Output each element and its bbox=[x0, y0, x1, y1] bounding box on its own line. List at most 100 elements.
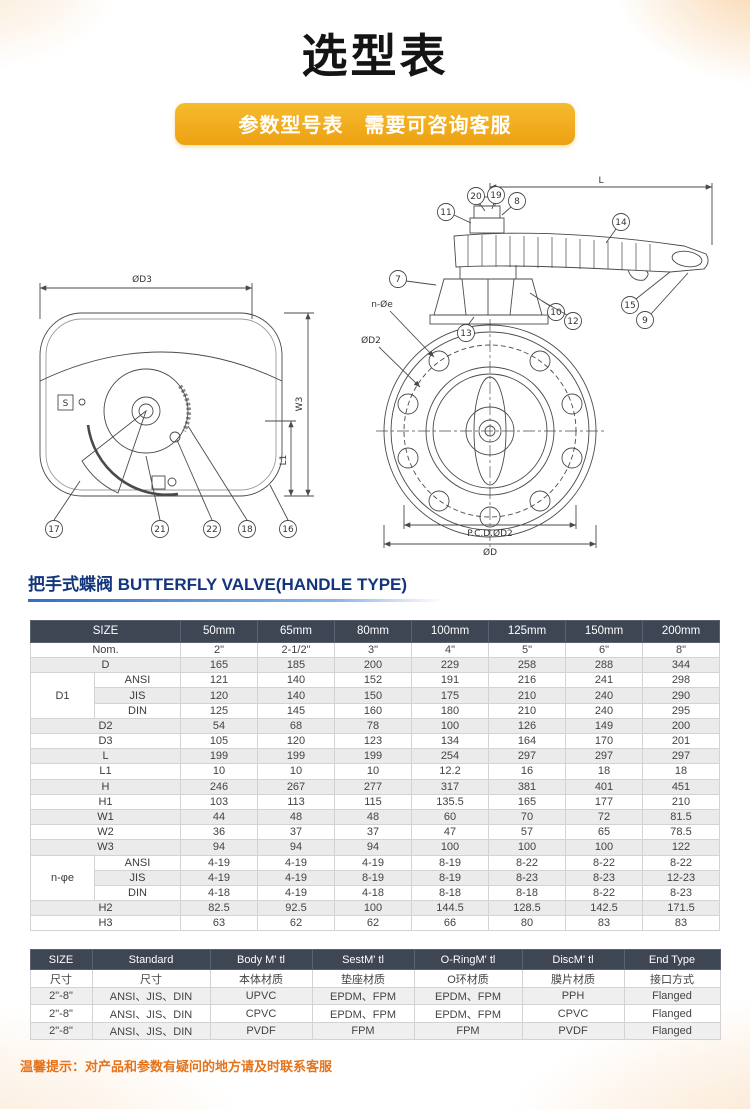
dim-value-cell: 200 bbox=[642, 717, 720, 735]
callout-9: 9 bbox=[636, 272, 689, 329]
dim-value-cell: 135.5 bbox=[411, 793, 489, 810]
dim-value-cell: 94 bbox=[257, 839, 335, 856]
dim-value-cell: 66 bbox=[411, 915, 489, 932]
mat-value-cell: Flanged bbox=[623, 1004, 721, 1023]
dim-label-d3: ØD3 bbox=[132, 274, 152, 285]
mat-value-cell: ANSI、JIS、DIN bbox=[91, 1004, 211, 1023]
svg-text:22: 22 bbox=[206, 525, 217, 535]
dim-value-cell: 83 bbox=[642, 915, 720, 932]
dim-value-cell: 2" bbox=[180, 641, 258, 659]
dim-value-cell: 140 bbox=[257, 672, 335, 689]
dim-value-cell: 4-19 bbox=[180, 854, 258, 871]
mat-col-header-zh: 接口方式 bbox=[623, 969, 721, 988]
dim-value-cell: 37 bbox=[334, 824, 412, 841]
mat-value-cell: Flanged bbox=[623, 986, 721, 1006]
dim-value-cell: 125 bbox=[180, 702, 258, 719]
dim-value-cell: 200 bbox=[334, 657, 412, 674]
dim-value-cell: 82.5 bbox=[180, 900, 258, 917]
dim-value-cell: 381 bbox=[488, 778, 566, 795]
dim-value-cell: 4-18 bbox=[334, 884, 412, 902]
dim-row-sublabel: DIN bbox=[94, 884, 181, 902]
svg-text:16: 16 bbox=[282, 525, 294, 535]
dim-value-cell: 180 bbox=[411, 702, 489, 719]
svg-text:21: 21 bbox=[154, 525, 165, 535]
svg-text:8: 8 bbox=[514, 197, 520, 207]
dim-value-cell: 70 bbox=[488, 808, 566, 826]
dim-col-header: 150mm bbox=[565, 619, 643, 643]
callout-21: 21 bbox=[145, 455, 169, 538]
dim-value-cell: 105 bbox=[180, 733, 258, 750]
dim-value-cell: 145 bbox=[257, 702, 335, 719]
label-od2: ØD2 bbox=[361, 335, 381, 346]
dim-value-cell: 44 bbox=[180, 808, 258, 826]
dim-value-cell: 128.5 bbox=[488, 900, 566, 917]
dim-value-cell: 100 bbox=[565, 839, 643, 856]
dim-value-cell: 191 bbox=[411, 672, 489, 689]
dim-value-cell: 10 bbox=[334, 763, 412, 780]
dim-value-cell: 164 bbox=[488, 733, 566, 750]
dim-value-cell: 144.5 bbox=[411, 900, 489, 917]
dim-value-cell: 37 bbox=[257, 824, 335, 841]
dim-value-cell: 229 bbox=[411, 657, 489, 674]
dim-value-cell: 149 bbox=[565, 717, 643, 735]
dim-value-cell: 78.5 bbox=[642, 824, 720, 841]
dim-label-l: L bbox=[598, 176, 603, 186]
dim-value-cell: 210 bbox=[488, 702, 566, 719]
mat-col-header-zh: 垫座材质 bbox=[311, 969, 415, 988]
dim-value-cell: 113 bbox=[257, 793, 335, 810]
dim-value-cell: 8-22 bbox=[565, 884, 643, 902]
dim-value-cell: 4-19 bbox=[334, 854, 412, 871]
mat-col-header: SestM' tl bbox=[311, 949, 415, 971]
mat-col-header-zh: 本体材质 bbox=[209, 969, 313, 988]
mat-value-cell: 2"-8" bbox=[29, 1021, 93, 1041]
dim-value-cell: 81.5 bbox=[642, 808, 720, 826]
dim-value-cell: 16 bbox=[488, 763, 566, 780]
dim-value-cell: 100 bbox=[488, 839, 566, 856]
mat-value-cell: ANSI、JIS、DIN bbox=[91, 1021, 211, 1041]
dim-value-cell: 297 bbox=[488, 748, 566, 765]
dim-value-cell: 3" bbox=[334, 641, 412, 659]
mat-value-cell: PVDF bbox=[209, 1021, 313, 1041]
svg-text:19: 19 bbox=[490, 191, 502, 201]
page-title: 选型表 bbox=[301, 30, 449, 82]
dim-col-header: 50mm bbox=[180, 619, 258, 643]
callout-11: 11 bbox=[437, 202, 472, 224]
dim-value-cell: 165 bbox=[488, 793, 566, 810]
svg-text:11: 11 bbox=[440, 208, 451, 218]
dim-value-cell: 100 bbox=[411, 839, 489, 856]
dim-value-cell: 47 bbox=[411, 824, 489, 841]
dim-col-header: 100mm bbox=[411, 619, 489, 643]
dim-row-sublabel: ANSI bbox=[94, 672, 181, 689]
dim-row-label: D1 bbox=[30, 672, 95, 719]
dim-value-cell: 121 bbox=[180, 672, 258, 689]
footer-note: 温馨提示：对产品和参数有疑问的地方请及时联系客服 bbox=[20, 1059, 333, 1075]
dim-value-cell: 8-19 bbox=[334, 869, 412, 886]
section-heading: 把手式蝶阀 BUTTERFLY VALVE(HANDLE TYPE) bbox=[28, 570, 468, 602]
svg-text:15: 15 bbox=[624, 301, 635, 311]
dim-value-cell: 8" bbox=[642, 641, 720, 659]
dim-value-cell: 2-1/2" bbox=[257, 641, 335, 659]
callout-15: 15 bbox=[621, 271, 671, 314]
dim-value-cell: 240 bbox=[565, 702, 643, 719]
mat-value-cell: FPM bbox=[413, 1021, 523, 1041]
dim-value-cell: 8-22 bbox=[642, 854, 720, 871]
callout-22: 22 bbox=[176, 439, 221, 538]
dim-value-cell: 344 bbox=[642, 657, 720, 674]
dim-value-cell: 142.5 bbox=[565, 900, 643, 917]
callout-13: 13 bbox=[457, 316, 475, 342]
dim-value-cell: 63 bbox=[180, 915, 258, 932]
dim-value-cell: 68 bbox=[257, 717, 335, 735]
svg-text:12: 12 bbox=[567, 317, 578, 327]
dim-value-cell: 48 bbox=[257, 808, 335, 826]
dim-value-cell: 185 bbox=[257, 657, 335, 674]
mat-col-header-zh: 尺寸 bbox=[91, 969, 211, 988]
